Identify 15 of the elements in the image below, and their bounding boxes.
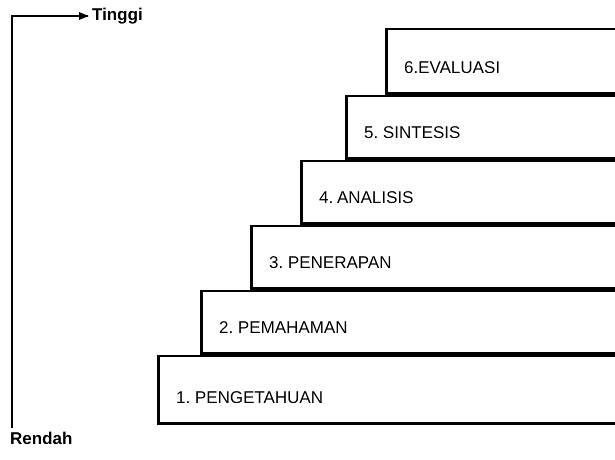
step-box (345, 95, 615, 160)
arrow (11, 12, 89, 428)
step-box (200, 290, 615, 355)
step-label: 6.EVALUASI (404, 56, 500, 78)
step-label: 5. SINTESIS (364, 122, 460, 144)
step-label: 1. PENGETAHUAN (176, 386, 324, 408)
step-box (385, 28, 615, 95)
step-label: 2. PEMAHAMAN (219, 316, 348, 338)
step-label: 3. PENERAPAN (269, 252, 392, 274)
step-box (300, 160, 615, 225)
step-label: 4. ANALISIS (319, 186, 414, 208)
step-box (250, 225, 615, 290)
axis-label: Tinggi (92, 4, 143, 26)
axis-label: Rendah (10, 428, 72, 450)
step-box (157, 355, 615, 425)
